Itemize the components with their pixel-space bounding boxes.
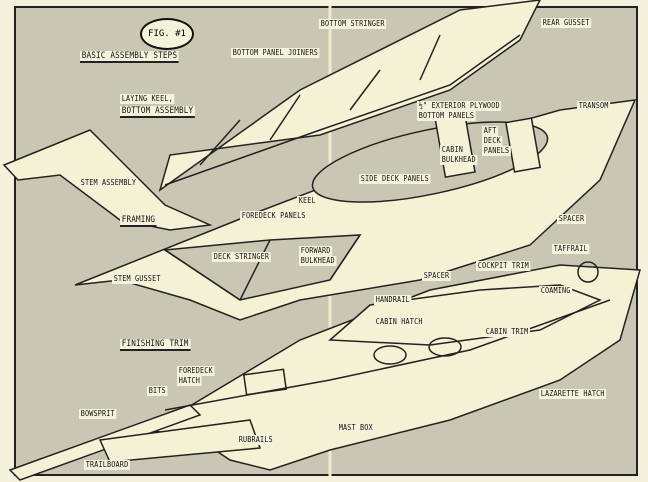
callout-foredeck-hatch-1: FOREDECK bbox=[177, 366, 215, 376]
callout-spacer-2: SPACER bbox=[422, 271, 451, 281]
heading-finishing-trim: FINISHING TRIM bbox=[120, 339, 191, 351]
figure-label: FIG. #1 bbox=[140, 18, 194, 50]
callout-foredeck-hatch-2: HATCH bbox=[177, 376, 202, 386]
callout-bottom-stringer: BOTTOM STRINGER bbox=[319, 19, 387, 29]
callout-bowsprit: BOWSPRIT bbox=[79, 409, 117, 419]
callout-spacer: SPACER bbox=[557, 214, 586, 224]
callout-rubrails: RUBRAILS bbox=[237, 435, 275, 445]
callout-deck-stringer: DECK STRINGER bbox=[212, 252, 271, 262]
callout-aft-deck-2: DECK bbox=[482, 136, 503, 146]
callout-coaming: COAMING bbox=[539, 286, 573, 296]
callout-side-deck-panels: SIDE DECK PANELS bbox=[359, 174, 431, 184]
callout-taffrail: TAFFRAIL bbox=[552, 244, 590, 254]
callout-lazarette-hatch: LAZARETTE HATCH bbox=[539, 389, 607, 399]
callout-bits: BITS bbox=[147, 386, 168, 396]
callout-aft-deck-3: PANELS bbox=[482, 146, 511, 156]
callout-cabin-trim: CABIN TRIM bbox=[484, 327, 531, 337]
callout-bottom-panels: BOTTOM PANELS bbox=[417, 111, 476, 121]
callout-bottom-panel-joiners: BOTTOM PANEL JOINERS bbox=[231, 48, 320, 58]
callout-forward-bulkhead-2: BULKHEAD bbox=[299, 256, 337, 266]
callout-trailboard: TRAILBOARD bbox=[84, 460, 131, 470]
callout-transom: TRANSOM bbox=[577, 101, 611, 111]
callout-stem-gusset: STEM GUSSET bbox=[112, 274, 163, 284]
callout-rear-gusset: REAR GUSSET bbox=[541, 18, 592, 28]
callout-cabin-hatch: CABIN HATCH bbox=[374, 317, 425, 327]
callout-foredeck-panels: FOREDECK PANELS bbox=[240, 211, 308, 221]
heading-laying-keel: LAYING KEEL, bbox=[120, 94, 175, 104]
callout-cockpit-trim: COCKPIT TRIM bbox=[476, 261, 531, 271]
callout-stem-assembly: STEM ASSEMBLY bbox=[79, 178, 138, 188]
heading-framing: FRAMING bbox=[120, 215, 157, 227]
callout-plywood: ½" EXTERIOR PLYWOOD bbox=[417, 101, 502, 111]
callout-mast-box: MAST BOX bbox=[337, 423, 375, 433]
callout-aft-deck-1: AFT bbox=[482, 126, 499, 136]
callout-forward-bulkhead-1: FORWARD bbox=[299, 246, 333, 256]
heading-bottom-assembly: BOTTOM ASSEMBLY bbox=[120, 106, 196, 118]
callout-handrail: HANDRAIL bbox=[374, 295, 412, 305]
heading-basic-assembly: BASIC ASSEMBLY STEPS bbox=[80, 51, 179, 63]
callout-cabin-bulkhead-1: CABIN bbox=[440, 145, 465, 155]
finished-boat bbox=[8, 261, 641, 481]
callout-cabin-bulkhead-2: BULKHEAD bbox=[440, 155, 478, 165]
callout-keel: KEEL bbox=[297, 196, 318, 206]
